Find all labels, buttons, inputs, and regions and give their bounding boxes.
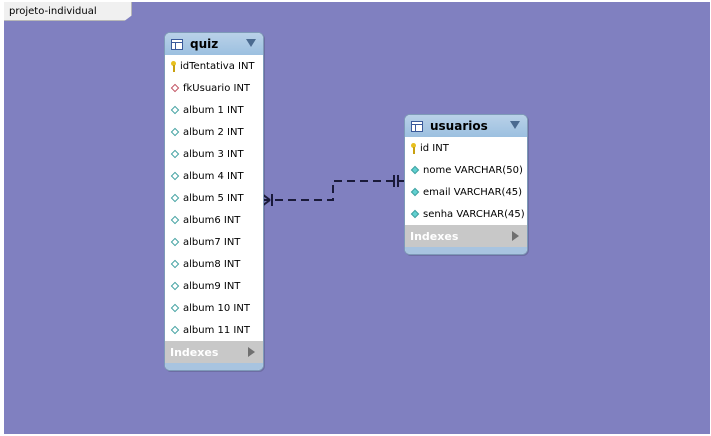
column-icon xyxy=(170,149,180,159)
column-icon xyxy=(170,303,180,313)
column-label: album 4 INT xyxy=(183,170,244,182)
column-list: id INT nome VARCHAR(50) email VARCHAR(45) s… xyxy=(405,137,527,225)
collapse-arrow-icon[interactable] xyxy=(246,39,256,47)
column-label: album8 INT xyxy=(183,258,241,270)
column-row[interactable]: album 11 INT xyxy=(165,319,263,341)
primary-key-icon xyxy=(170,60,177,72)
column-label: senha VARCHAR(45) xyxy=(423,208,525,220)
table-icon xyxy=(411,120,423,132)
diagram-tab[interactable]: projeto-individual xyxy=(4,2,132,21)
column-row[interactable]: album 3 INT xyxy=(165,143,263,165)
table-quiz[interactable]: quiz idTentativa INT fkUsuario INT album 1… xyxy=(164,32,264,371)
foreign-key-icon xyxy=(170,83,180,93)
column-label: email VARCHAR(45) xyxy=(423,186,523,198)
indexes-section[interactable]: Indexes xyxy=(165,341,263,363)
not-null-column-icon xyxy=(410,187,420,197)
column-label: idTentativa INT xyxy=(180,60,255,72)
column-label: album6 INT xyxy=(183,214,241,226)
diagram-canvas[interactable] xyxy=(4,2,710,434)
column-label: album9 INT xyxy=(183,280,241,292)
expand-arrow-icon[interactable] xyxy=(248,347,255,357)
table-usuarios[interactable]: usuarios id INT nome VARCHAR(50) email VAR… xyxy=(404,114,528,255)
column-row[interactable]: album7 INT xyxy=(165,231,263,253)
column-icon xyxy=(170,215,180,225)
indexes-section[interactable]: Indexes xyxy=(405,225,527,247)
table-footer xyxy=(165,363,263,370)
column-row[interactable]: album 1 INT xyxy=(165,99,263,121)
column-label: album 1 INT xyxy=(183,104,244,116)
indexes-label: Indexes xyxy=(170,345,219,359)
table-header[interactable]: usuarios xyxy=(405,115,527,137)
column-icon xyxy=(170,325,180,335)
column-icon xyxy=(170,171,180,181)
column-row[interactable]: idTentativa INT xyxy=(165,55,263,77)
column-row[interactable]: fkUsuario INT xyxy=(165,77,263,99)
column-row[interactable]: nome VARCHAR(50) xyxy=(405,159,527,181)
column-label: album 10 INT xyxy=(183,302,250,314)
not-null-column-icon xyxy=(410,209,420,219)
column-row[interactable]: album 4 INT xyxy=(165,165,263,187)
column-label: album7 INT xyxy=(183,236,241,248)
column-list: idTentativa INT fkUsuario INT album 1 INT a… xyxy=(165,55,263,341)
column-icon xyxy=(170,193,180,203)
table-icon xyxy=(171,38,183,50)
table-footer xyxy=(405,247,527,254)
table-header[interactable]: quiz xyxy=(165,33,263,55)
column-label: album 11 INT xyxy=(183,324,250,336)
column-row[interactable]: id INT xyxy=(405,137,527,159)
column-row[interactable]: senha VARCHAR(45) xyxy=(405,203,527,225)
expand-arrow-icon[interactable] xyxy=(512,231,519,241)
column-label: fkUsuario INT xyxy=(183,82,251,94)
column-row[interactable]: album 5 INT xyxy=(165,187,263,209)
column-label: album 5 INT xyxy=(183,192,244,204)
column-icon xyxy=(170,259,180,269)
column-label: id INT xyxy=(420,142,449,154)
not-null-column-icon xyxy=(410,165,420,175)
column-icon xyxy=(170,281,180,291)
column-icon xyxy=(170,127,180,137)
column-row[interactable]: album 10 INT xyxy=(165,297,263,319)
collapse-arrow-icon[interactable] xyxy=(510,121,520,129)
table-name: usuarios xyxy=(430,119,488,133)
column-icon xyxy=(170,105,180,115)
column-row[interactable]: album6 INT xyxy=(165,209,263,231)
column-icon xyxy=(170,237,180,247)
table-name: quiz xyxy=(190,37,219,51)
indexes-label: Indexes xyxy=(410,229,459,243)
primary-key-icon xyxy=(410,142,417,154)
column-label: nome VARCHAR(50) xyxy=(423,164,523,176)
column-label: album 3 INT xyxy=(183,148,244,160)
column-row[interactable]: album8 INT xyxy=(165,253,263,275)
column-row[interactable]: album 2 INT xyxy=(165,121,263,143)
column-row[interactable]: album9 INT xyxy=(165,275,263,297)
column-label: album 2 INT xyxy=(183,126,244,138)
column-row[interactable]: email VARCHAR(45) xyxy=(405,181,527,203)
